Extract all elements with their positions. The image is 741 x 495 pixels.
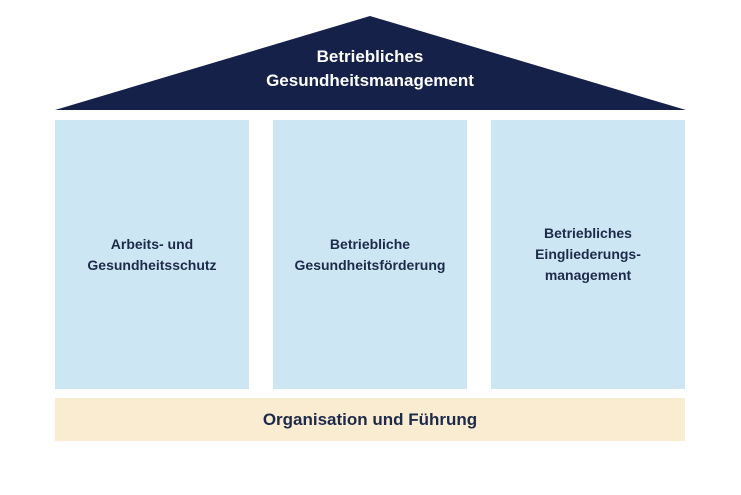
foundation-label: Organisation und Führung bbox=[262, 409, 478, 429]
roof-title: Betriebliches Gesundheitsmanagement bbox=[266, 47, 474, 90]
pillar-arbeits-gesundheitsschutz: Arbeits- und Gesundheitsschutz bbox=[55, 120, 249, 389]
pillar-label: Betriebliche Gesundheitsförderung bbox=[294, 235, 446, 273]
pillar-gesundheitsfoerderung: Betriebliche Gesundheitsförderung bbox=[273, 120, 467, 389]
roof bbox=[55, 16, 686, 110]
pillar-label: Arbeits- und Gesundheitsschutz bbox=[87, 235, 217, 273]
pillar-label: Betriebliches Eingliederungs- management bbox=[535, 225, 641, 283]
roof-shape bbox=[55, 16, 686, 110]
foundation: Organisation und Führung bbox=[55, 398, 685, 441]
pillar-eingliederungsmanagement: Betriebliches Eingliederungs- management bbox=[491, 120, 685, 389]
